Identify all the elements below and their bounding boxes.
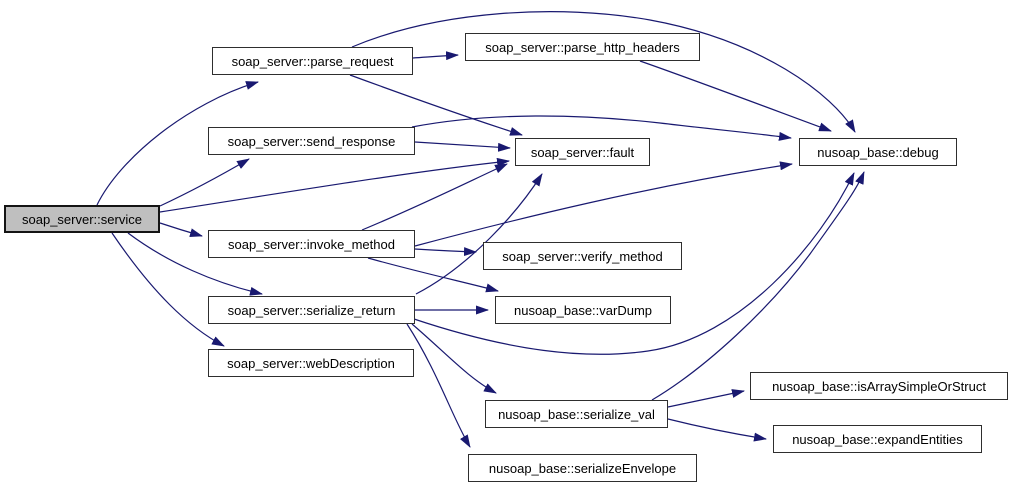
node-expandEntities[interactable]: nusoap_base::expandEntities: [773, 425, 982, 453]
edge-serialize_return-to-serialize_val: [411, 323, 497, 394]
node-parse_http_headers[interactable]: soap_server::parse_http_headers: [465, 33, 700, 61]
node-serializeEnvelope[interactable]: nusoap_base::serializeEnvelope: [468, 454, 697, 482]
edge-service-to-parse_request: [96, 81, 259, 206]
edge-service-to-serialize_return: [127, 232, 263, 296]
node-service[interactable]: soap_server::service: [4, 205, 160, 233]
edge-serialize_val-to-debug: [651, 171, 865, 401]
edge-service-to-webDescription: [111, 232, 225, 347]
edge-invoke_method-to-verify_method: [414, 247, 477, 257]
edge-serialize_val-to-isArraySimpleOrStruct: [667, 389, 745, 408]
edge-service-to-invoke_method: [159, 222, 203, 238]
edge-serialize_return-to-debug: [413, 172, 855, 355]
node-fault[interactable]: soap_server::fault: [515, 138, 650, 166]
edge-send_response-to-fault: [414, 141, 511, 152]
node-serialize_return[interactable]: soap_server::serialize_return: [208, 296, 415, 324]
node-isArraySimpleOrStruct[interactable]: nusoap_base::isArraySimpleOrStruct: [750, 372, 1008, 400]
node-varDump[interactable]: nusoap_base::varDump: [495, 296, 671, 324]
edge-parse_request-to-debug: [351, 11, 856, 133]
edge-invoke_method-to-fault: [361, 163, 508, 231]
edge-invoke_method-to-varDump: [367, 257, 499, 293]
node-verify_method[interactable]: soap_server::verify_method: [483, 242, 682, 270]
edge-serialize_return-to-serializeEnvelope: [406, 323, 471, 448]
node-serialize_val[interactable]: nusoap_base::serialize_val: [485, 400, 668, 428]
edge-service-to-fault: [159, 157, 510, 213]
node-send_response[interactable]: soap_server::send_response: [208, 127, 415, 155]
edge-service-to-send_response: [159, 158, 250, 207]
edge-send_response-to-debug: [411, 115, 792, 141]
edge-serialize_val-to-expandEntities: [667, 418, 767, 442]
edge-serialize_return-to-fault: [415, 173, 543, 295]
edge-group: [96, 11, 865, 448]
edge-parse_http_headers-to-debug: [639, 60, 832, 132]
node-webDescription[interactable]: soap_server::webDescription: [208, 349, 414, 377]
edge-invoke_method-to-debug: [414, 161, 793, 247]
node-parse_request[interactable]: soap_server::parse_request: [212, 47, 413, 75]
edge-parse_request-to-fault: [349, 74, 523, 136]
node-debug[interactable]: nusoap_base::debug: [799, 138, 957, 166]
edge-parse_request-to-parse_http_headers: [412, 51, 459, 61]
node-invoke_method[interactable]: soap_server::invoke_method: [208, 230, 415, 258]
